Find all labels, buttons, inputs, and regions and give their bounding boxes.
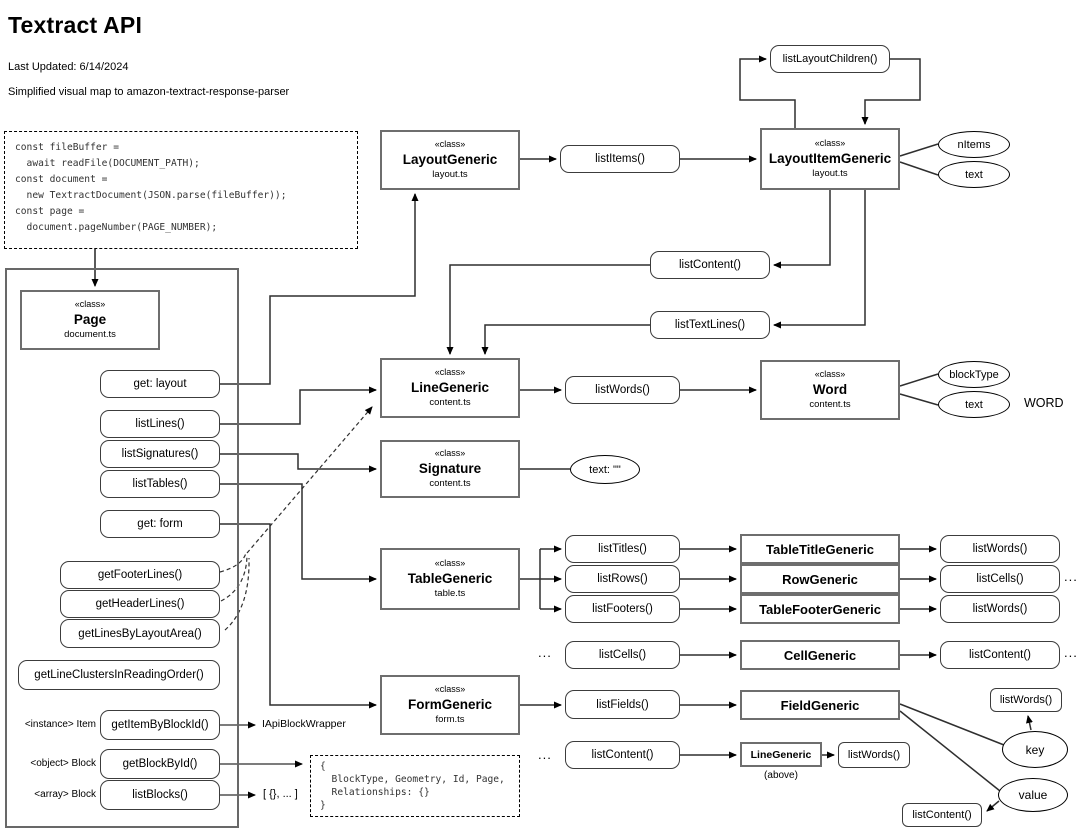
method-list-content-cell: listContent() <box>940 641 1060 669</box>
method-list-fields: listFields() <box>565 690 680 719</box>
class-field-generic: FieldGeneric <box>740 690 900 720</box>
class-page-stereotype: «class» <box>74 299 106 310</box>
class-table-footer-generic: TableFooterGeneric <box>740 594 900 624</box>
class-table-generic-name: TableGeneric <box>407 570 493 586</box>
class-table-generic: «class» TableGeneric table.ts <box>380 548 520 610</box>
method-list-signatures: listSignatures() <box>100 440 220 468</box>
method-list-cells-row: listCells() <box>940 565 1060 593</box>
class-word-file: content.ts <box>809 398 851 410</box>
method-list-footers: listFooters() <box>565 595 680 623</box>
class-table-generic-file: table.ts <box>434 587 466 599</box>
last-updated: Last Updated: 6/14/2024 <box>8 61 129 73</box>
label-iapi-block-wrapper: IApiBlockWrapper <box>262 718 346 730</box>
method-get-footer-lines: getFooterLines() <box>60 561 220 589</box>
class-layout-generic: «class» LayoutGeneric layout.ts <box>380 130 520 190</box>
method-get-block-by-id: getBlockById() <box>100 749 220 779</box>
class-form-generic-file: form.ts <box>435 713 465 725</box>
method-list-layout-children: listLayoutChildren() <box>770 45 890 73</box>
block-shape-snippet: { BlockType, Geometry, Id, Page, Relatio… <box>310 755 520 817</box>
class-word-name: Word <box>812 381 848 397</box>
method-get-form: get: form <box>100 510 220 538</box>
class-page-name: Page <box>73 311 107 327</box>
label-instance-item: <instance> Item <box>24 719 96 730</box>
class-layout-generic-file: layout.ts <box>432 168 468 180</box>
class-cell-generic: CellGeneric <box>740 640 900 670</box>
class-word-stereotype: «class» <box>814 369 846 380</box>
class-line-generic-file: content.ts <box>429 396 471 408</box>
method-list-items: listItems() <box>560 145 680 173</box>
method-list-titles: listTitles() <box>565 535 680 563</box>
method-list-cells-mid: listCells() <box>565 641 680 669</box>
class-line-generic-name: LineGeneric <box>410 379 490 395</box>
method-list-words-ref: listWords() <box>838 742 910 768</box>
subtitle: Simplified visual map to amazon-textract… <box>8 86 290 98</box>
class-word: «class» Word content.ts <box>760 360 900 420</box>
class-table-title-generic: TableTitleGeneric <box>740 534 900 564</box>
method-get-lines-by-layout-area: getLinesByLayoutArea() <box>60 619 220 648</box>
method-list-content-layout: listContent() <box>650 251 770 279</box>
ellipsis-form-left: ... <box>538 747 552 762</box>
method-list-rows: listRows() <box>565 565 680 593</box>
method-list-content-form: listContent() <box>565 741 680 769</box>
class-layout-item-generic: «class» LayoutItemGeneric layout.ts <box>760 128 900 190</box>
label-above-note: (above) <box>764 770 798 781</box>
class-page-file: document.ts <box>64 328 116 340</box>
code-snippet: const fileBuffer = await readFile(DOCUME… <box>4 131 358 249</box>
class-signature: «class» Signature content.ts <box>380 440 520 498</box>
page-title: Textract API <box>8 12 143 38</box>
class-signature-name: Signature <box>418 460 482 476</box>
method-list-text-lines: listTextLines() <box>650 311 770 339</box>
method-get-header-lines: getHeaderLines() <box>60 590 220 618</box>
method-list-tables: listTables() <box>100 470 220 498</box>
class-signature-stereotype: «class» <box>434 448 466 459</box>
class-page: «class» Page document.ts <box>20 290 160 350</box>
ellipsis-content-right: ... <box>1064 645 1078 660</box>
method-list-blocks: listBlocks() <box>100 780 220 810</box>
attr-text-layout-item: text <box>938 161 1010 188</box>
method-list-words-title: listWords() <box>940 535 1060 563</box>
attr-text-empty: text: "" <box>570 455 640 484</box>
page-container <box>5 268 239 828</box>
ellipsis-cells-left: ... <box>538 645 552 660</box>
class-layout-item-generic-file: layout.ts <box>812 167 848 179</box>
method-list-lines: listLines() <box>100 410 220 438</box>
class-layout-generic-name: LayoutGeneric <box>402 151 498 167</box>
attr-key: key <box>1002 731 1068 768</box>
class-line-generic-stereotype: «class» <box>434 367 466 378</box>
class-line-generic-ref: LineGeneric <box>740 742 822 767</box>
method-get-layout: get: layout <box>100 370 220 398</box>
attr-text-word: text <box>938 391 1010 418</box>
class-table-generic-stereotype: «class» <box>434 558 466 569</box>
label-word-caption: WORD <box>1024 396 1064 410</box>
method-list-words-line: listWords() <box>565 376 680 404</box>
class-form-generic-stereotype: «class» <box>434 684 466 695</box>
method-list-content-value: listContent() <box>902 803 982 827</box>
attr-value: value <box>998 778 1068 812</box>
class-layout-generic-stereotype: «class» <box>434 139 466 150</box>
attr-block-type: blockType <box>938 361 1010 388</box>
attr-n-items: nItems <box>938 131 1010 158</box>
class-layout-item-generic-stereotype: «class» <box>814 138 846 149</box>
class-line-generic: «class» LineGeneric content.ts <box>380 358 520 418</box>
method-list-words-key: listWords() <box>990 688 1062 712</box>
class-form-generic: «class» FormGeneric form.ts <box>380 675 520 735</box>
label-object-block: <object> Block <box>30 758 96 769</box>
method-list-words-footer: listWords() <box>940 595 1060 623</box>
label-array-literal: [ {}, ... ] <box>263 788 298 800</box>
ellipsis-cells-right: ... <box>1064 569 1078 584</box>
class-form-generic-name: FormGeneric <box>407 696 493 712</box>
class-signature-file: content.ts <box>429 477 471 489</box>
label-array-block: <array> Block <box>34 789 96 800</box>
method-get-item-by-block-id: getItemByBlockId() <box>100 710 220 740</box>
method-get-line-clusters: getLineClustersInReadingOrder() <box>18 660 220 690</box>
class-layout-item-generic-name: LayoutItemGeneric <box>768 150 892 166</box>
class-row-generic: RowGeneric <box>740 564 900 594</box>
